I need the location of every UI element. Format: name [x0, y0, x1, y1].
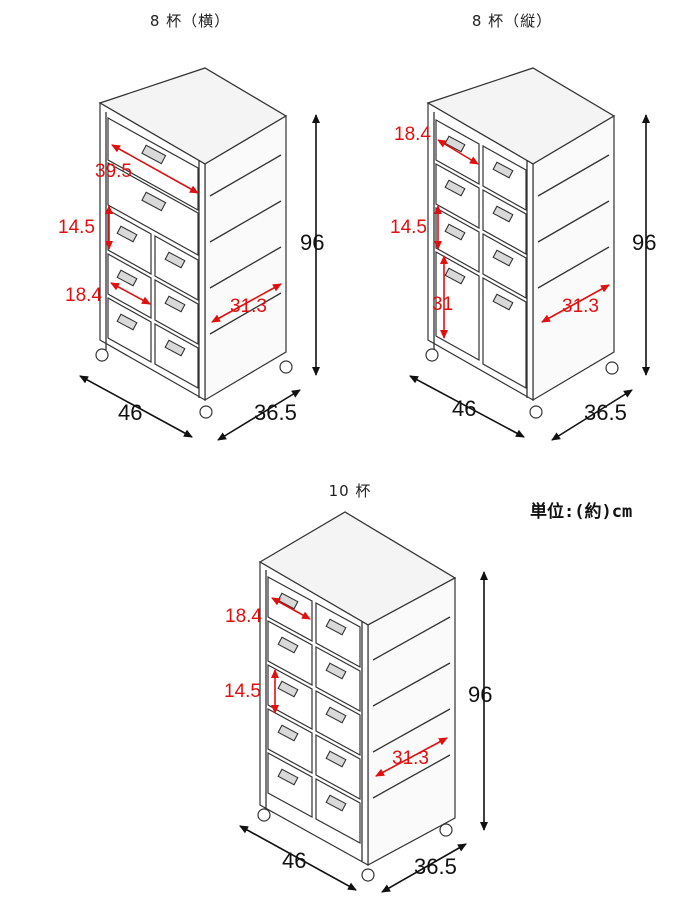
dim-drawer-width-small: 18.4: [65, 285, 102, 306]
figure-title: 10 杯: [329, 482, 372, 500]
dim-height: 96: [632, 230, 656, 255]
cabinet-drawing: [95, 67, 293, 419]
dim-depth: 36.5: [414, 854, 457, 879]
figure-title: 8 杯（横）: [150, 12, 230, 30]
figure-10: 10 杯: [224, 482, 492, 893]
dim-drawer-width-small: 18.4: [394, 124, 431, 145]
dim-width: 46: [282, 848, 306, 873]
dim-depth: 36.5: [584, 400, 627, 425]
dim-depth: 36.5: [254, 400, 297, 425]
dim-height: 96: [300, 230, 324, 255]
dim-height: 96: [468, 682, 492, 707]
units-label: 単位:(約)cm: [530, 502, 633, 522]
figure-8-horizontal: 8 杯（横）: [58, 12, 324, 441]
dim-drawer-height: 14.5: [390, 217, 427, 238]
dim-inner-depth: 31.3: [230, 296, 267, 317]
figure-8-vertical: 8 杯（縦）: [390, 12, 656, 441]
figure-title: 8 杯（縦）: [472, 12, 552, 30]
dim-drawer-height: 14.5: [224, 681, 261, 702]
dim-tall-drawer-height: 31: [432, 294, 453, 315]
cabinet-drawing: [425, 67, 619, 419]
dim-width: 46: [452, 396, 476, 421]
dim-width: 46: [118, 400, 142, 425]
dim-inner-depth: 31.3: [392, 748, 429, 769]
cabinet-drawing: [257, 511, 457, 882]
dim-drawer-height: 14.5: [58, 217, 95, 238]
dim-inner-depth: 31.3: [562, 296, 599, 317]
dim-drawer-width-wide: 39.5: [95, 161, 132, 182]
dim-drawer-width-small: 18.4: [225, 606, 262, 627]
